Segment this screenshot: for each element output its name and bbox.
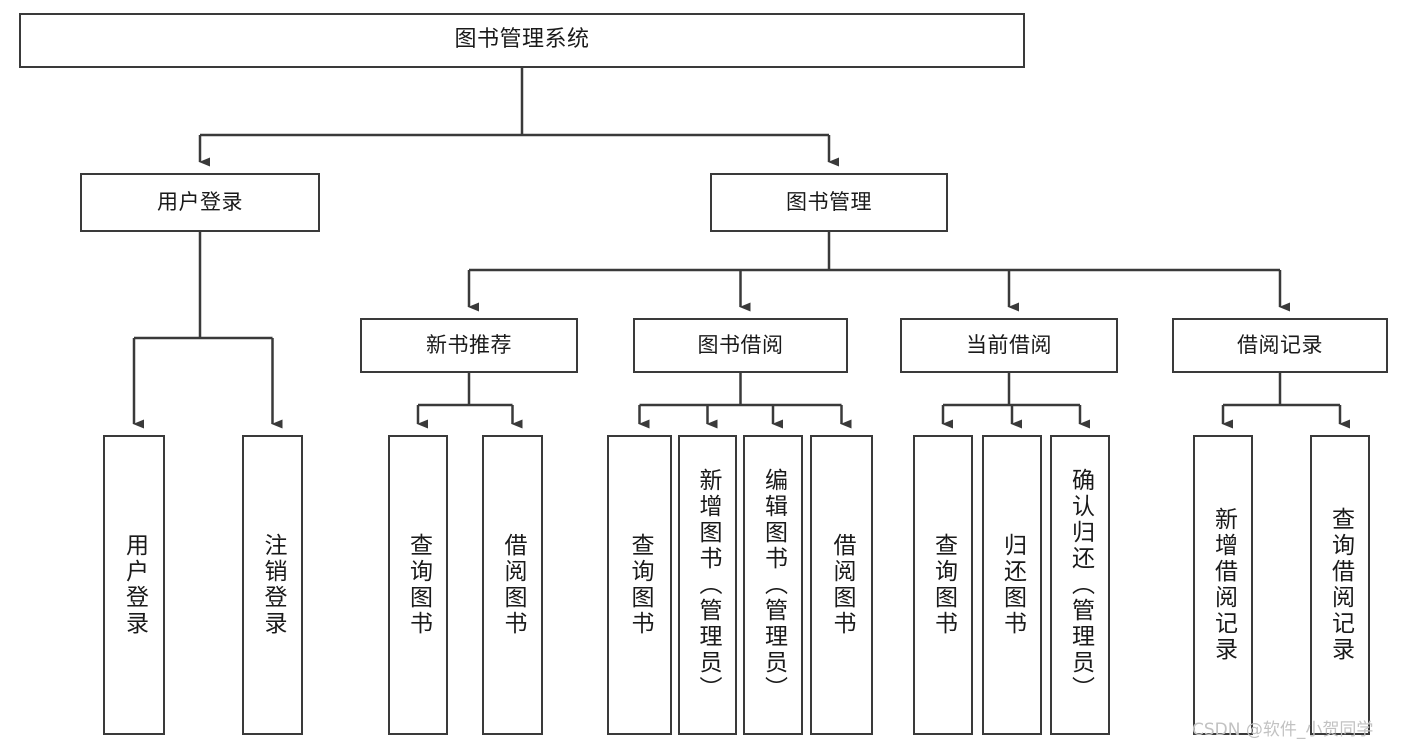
node-label-book-manage: 图书管理 bbox=[786, 189, 872, 214]
node-label-current-borrow: 当前借阅 bbox=[966, 332, 1052, 357]
node-leaf-logout[interactable]: 注销登录 bbox=[242, 435, 303, 735]
node-label-leaf-add-record: 新增借阅记录 bbox=[1210, 507, 1237, 663]
node-leaf-query-book-2[interactable]: 查询图书 bbox=[607, 435, 672, 735]
node-leaf-confirm-return[interactable]: 确认归还（管理员） bbox=[1050, 435, 1110, 735]
node-leaf-add-record[interactable]: 新增借阅记录 bbox=[1193, 435, 1253, 735]
node-label-leaf-add-book: 新增图书（管理员） bbox=[695, 468, 721, 702]
node-label-leaf-logout: 注销登录 bbox=[260, 533, 286, 637]
node-leaf-return-book[interactable]: 归还图书 bbox=[982, 435, 1042, 735]
node-leaf-borrow-book-2[interactable]: 借阅图书 bbox=[810, 435, 873, 735]
node-label-leaf-query-book-1: 查询图书 bbox=[405, 533, 432, 637]
node-leaf-borrow-book-1[interactable]: 借阅图书 bbox=[482, 435, 543, 735]
node-label-new-book-recommend: 新书推荐 bbox=[426, 332, 512, 357]
node-book-manage[interactable]: 图书管理 bbox=[710, 173, 948, 232]
node-label-user-login: 用户登录 bbox=[157, 189, 243, 214]
node-leaf-user-login[interactable]: 用户登录 bbox=[103, 435, 165, 735]
node-leaf-add-book[interactable]: 新增图书（管理员） bbox=[678, 435, 737, 735]
node-label-root: 图书管理系统 bbox=[454, 27, 590, 53]
node-user-login[interactable]: 用户登录 bbox=[80, 173, 320, 232]
node-label-leaf-user-login: 用户登录 bbox=[121, 533, 148, 637]
node-leaf-query-book-3[interactable]: 查询图书 bbox=[913, 435, 973, 735]
node-new-book-recommend[interactable]: 新书推荐 bbox=[360, 318, 578, 373]
node-label-leaf-query-book-2: 查询图书 bbox=[627, 533, 653, 637]
node-leaf-query-book-1[interactable]: 查询图书 bbox=[388, 435, 448, 735]
node-label-leaf-borrow-book-2: 借阅图书 bbox=[829, 533, 855, 637]
node-label-leaf-edit-book: 编辑图书（管理员） bbox=[760, 468, 787, 702]
watermark-label: CSDN @软件_小贺同学 bbox=[1192, 720, 1374, 740]
node-label-leaf-query-book-3: 查询图书 bbox=[930, 533, 957, 637]
node-label-borrow-record: 借阅记录 bbox=[1237, 332, 1323, 357]
node-leaf-query-record[interactable]: 查询借阅记录 bbox=[1310, 435, 1370, 735]
node-label-leaf-confirm-return: 确认归还（管理员） bbox=[1067, 468, 1094, 702]
node-root[interactable]: 图书管理系统 bbox=[19, 13, 1025, 68]
node-book-borrow[interactable]: 图书借阅 bbox=[633, 318, 848, 373]
node-leaf-edit-book[interactable]: 编辑图书（管理员） bbox=[743, 435, 803, 735]
node-label-leaf-return-book: 归还图书 bbox=[999, 533, 1026, 637]
node-label-book-borrow: 图书借阅 bbox=[697, 332, 784, 357]
node-label-leaf-borrow-book-1: 借阅图书 bbox=[500, 533, 526, 637]
node-current-borrow[interactable]: 当前借阅 bbox=[900, 318, 1118, 373]
node-label-leaf-query-record: 查询借阅记录 bbox=[1327, 507, 1354, 663]
node-borrow-record[interactable]: 借阅记录 bbox=[1172, 318, 1388, 373]
